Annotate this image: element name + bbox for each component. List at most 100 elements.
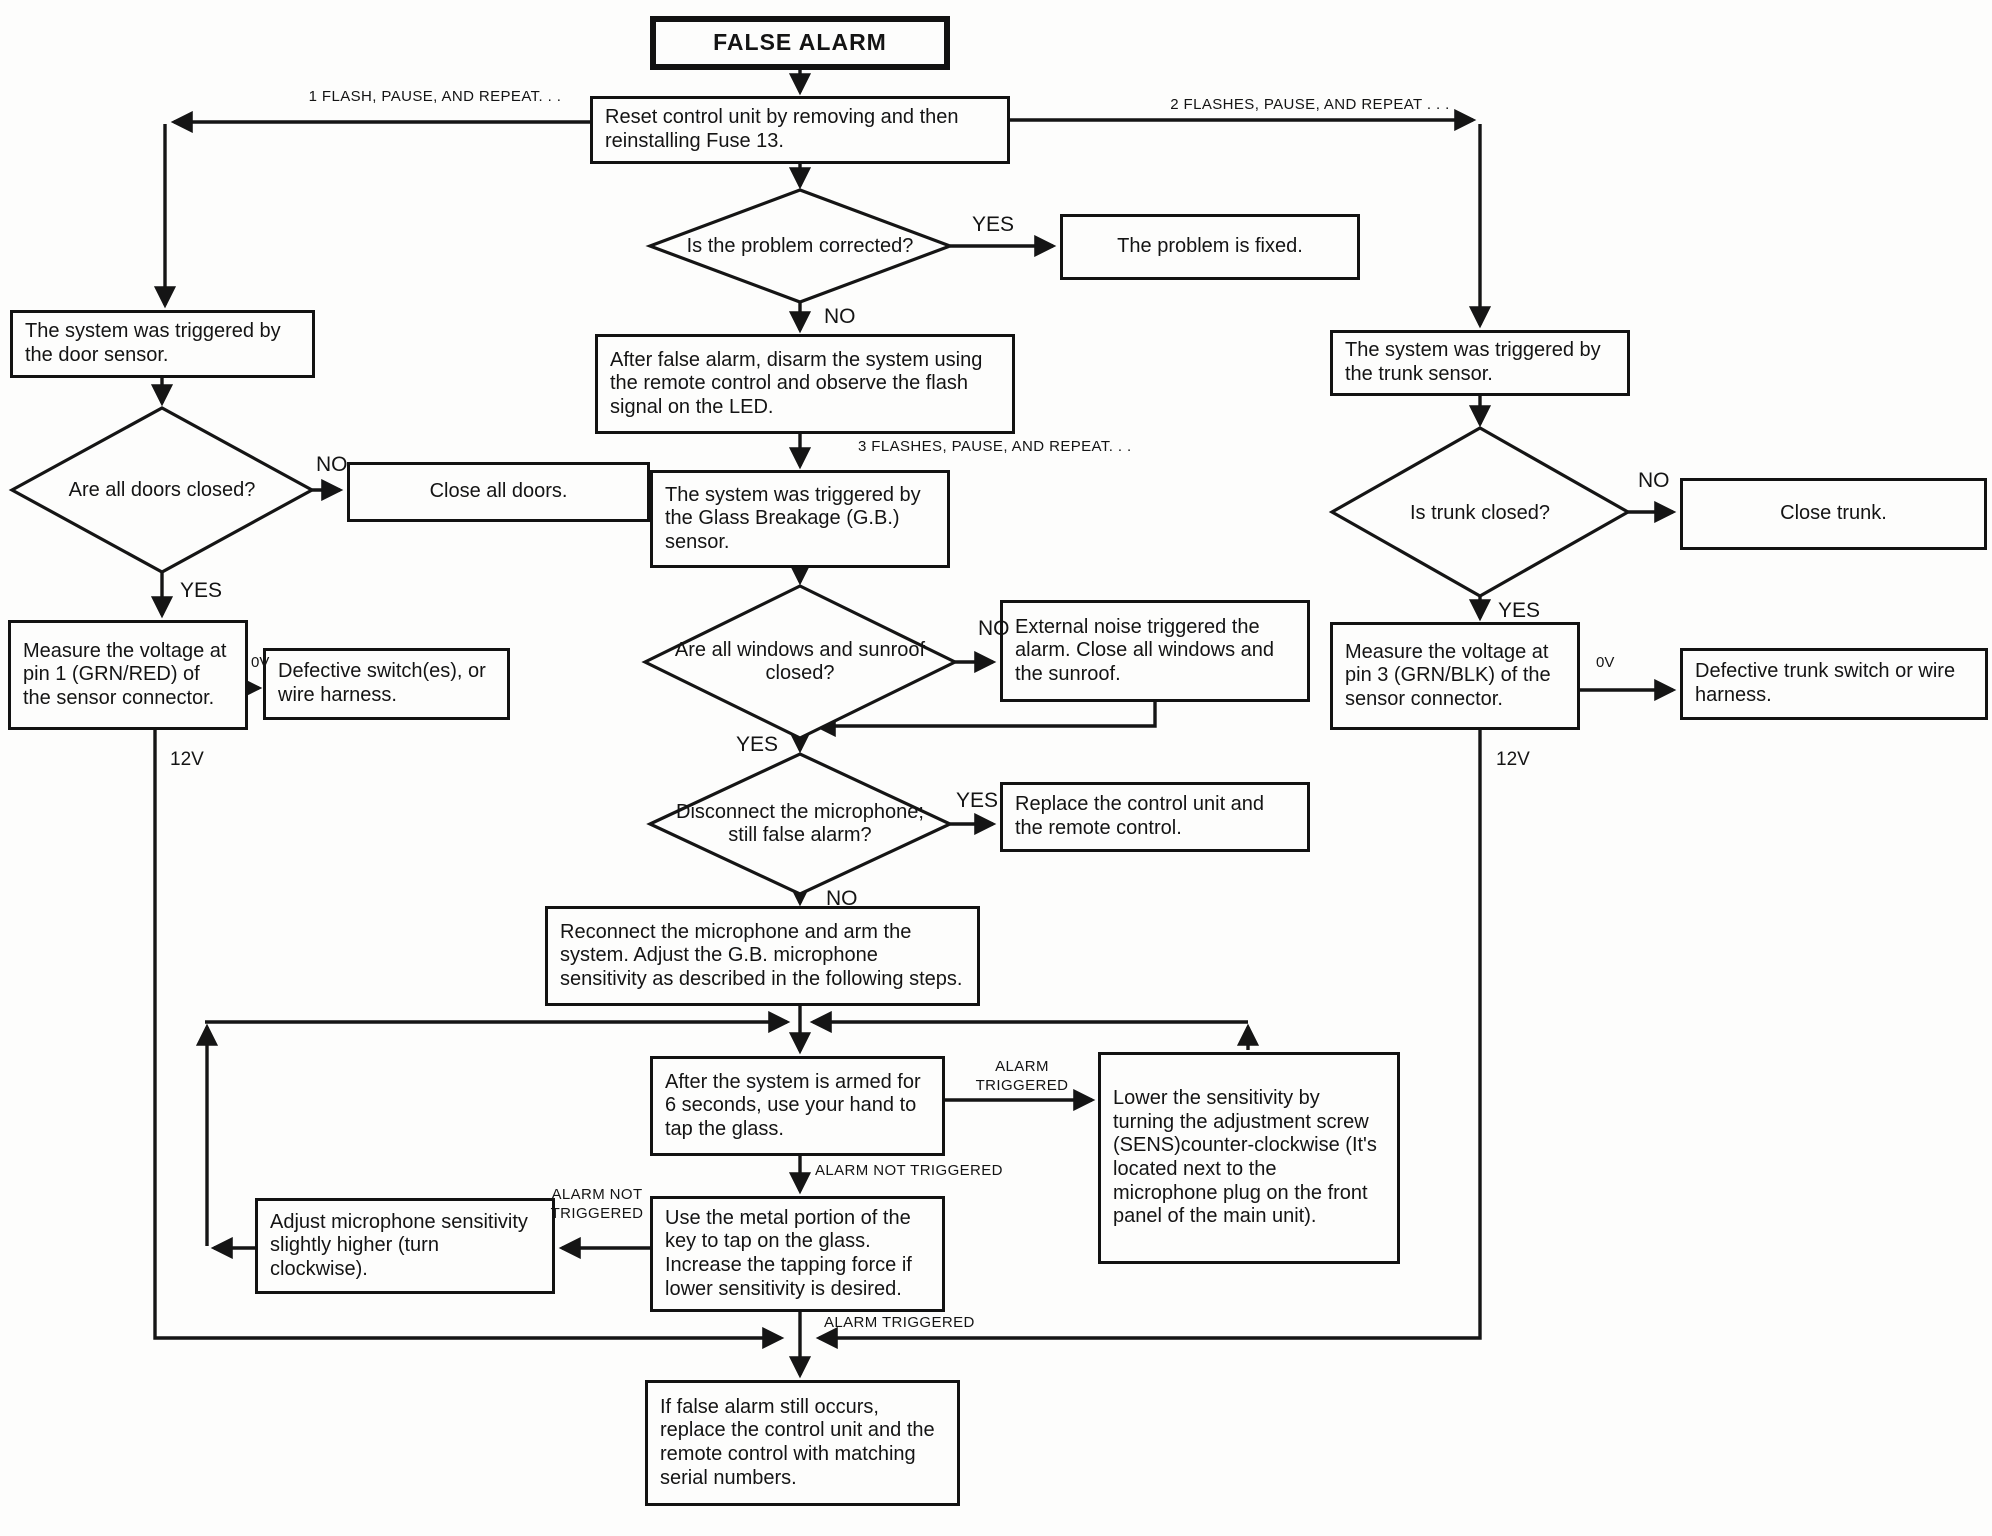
node-text: The system was triggered by the Glass Br… — [665, 483, 921, 553]
node-text: After the system is armed for 6 seconds,… — [665, 1070, 921, 1140]
decision-text-doors-closed: Are all doors closed? — [32, 460, 292, 520]
node-text: The system was triggered by the door sen… — [25, 320, 281, 366]
decision-text-problem-corrected: Is the problem corrected? — [678, 206, 922, 286]
edge-label-yes: YES — [180, 580, 222, 601]
edge-label-no: NO — [1638, 470, 1670, 491]
node-text: If false alarm still occurs, replace the… — [660, 1395, 935, 1489]
edge-label-text: NO — [978, 617, 1010, 640]
edge-label-no: NO — [824, 306, 856, 327]
edge-label-text: NO — [824, 305, 856, 328]
edge-label-text: YES — [1498, 599, 1541, 622]
edge-label-text: YES — [736, 733, 779, 756]
edge-label-text: 3 FLASHES, PAUSE, AND REPEAT. . . — [858, 438, 1132, 455]
decision-disconnect-mic — [646, 752, 954, 896]
edge-label-yes: YES — [972, 214, 1014, 235]
edge-label-text: 12V — [1496, 749, 1530, 770]
node-text: Defective switch(es), or wire harness. — [278, 660, 486, 706]
node-text: The system was triggered by the trunk se… — [1345, 339, 1601, 385]
decision-text: Disconnect the microphone; still false a… — [676, 801, 924, 846]
node-text: Reset control unit by removing and then … — [605, 106, 959, 152]
node-external-noise: External noise triggered the alarm. Clos… — [1000, 600, 1310, 702]
edge-label-12v: 12V — [1496, 750, 1530, 769]
edge-label-text: 2 FLASHES, PAUSE, AND REPEAT . . . — [1170, 96, 1450, 113]
edge-label-yes: YES — [956, 790, 998, 811]
node-tap-glass-hand: After the system is armed for 6 seconds,… — [650, 1056, 945, 1156]
node-replace-control-unit: Replace the control unit and the remote … — [1000, 782, 1310, 852]
decision-trunk-closed — [1328, 426, 1632, 598]
edge-label-text: NO — [1638, 469, 1670, 492]
node-trunk-sensor-triggered: The system was triggered by the trunk se… — [1330, 330, 1630, 396]
node-text: The problem is fixed. — [1117, 235, 1303, 258]
node-text: Measure the voltage at pin 3 (GRN/BLK) o… — [1345, 640, 1551, 710]
flow-line — [153, 730, 785, 1350]
node-gb-sensor-triggered: The system was triggered by the Glass Br… — [650, 470, 950, 568]
node-text: Close trunk. — [1780, 502, 1887, 525]
edge-label-text: YES — [972, 213, 1015, 236]
node-text: Adjust microphone sensitivity slightly h… — [270, 1210, 528, 1280]
edge-label-text: 12V — [170, 749, 204, 770]
flowchart-title: FALSE ALARM — [713, 29, 887, 56]
edge-label-two-flashes: 2 FLASHES, PAUSE, AND REPEAT . . . — [1145, 96, 1475, 115]
node-text: Replace the control unit and the remote … — [1015, 793, 1265, 839]
edge-label-text: YES — [956, 789, 999, 812]
edge-label-text: 1 FLASH, PAUSE, AND REPEAT. . . — [308, 88, 562, 105]
node-text: After false alarm, disarm the system usi… — [610, 348, 983, 418]
edge-label-text: 0V — [251, 654, 270, 671]
node-text: External noise triggered the alarm. Clos… — [1015, 615, 1275, 685]
edge-label-no: NO — [316, 454, 348, 475]
flow-line — [815, 730, 1482, 1350]
node-door-sensor-triggered: The system was triggered by the door sen… — [10, 310, 315, 378]
edge-label-one-flash: 1 FLASH, PAUSE, AND REPEAT. . . — [280, 88, 590, 107]
node-measure-pin3: Measure the voltage at pin 3 (GRN/BLK) o… — [1330, 622, 1580, 730]
node-measure-pin1: Measure the voltage at pin 1 (GRN/RED) o… — [8, 620, 248, 730]
node-close-all-doors: Close all doors. — [347, 462, 650, 522]
edge-label-text: ALARM NOT TRIGGERED — [550, 1186, 644, 1222]
decision-problem-corrected — [645, 188, 955, 304]
decision-text-windows-closed: Are all windows and sunroof closed? — [663, 606, 937, 718]
decision-text: Are all windows and sunroof closed? — [674, 639, 926, 684]
edge-label-text: YES — [180, 579, 223, 602]
edge-label-text: ALARM TRIGGERED — [824, 1314, 975, 1331]
decision-doors-closed — [8, 406, 316, 574]
node-reset-control-unit: Reset control unit by removing and then … — [590, 96, 1010, 164]
node-false-alarm: FALSE ALARM — [650, 16, 950, 70]
node-text: Reconnect the microphone and arm the sys… — [560, 920, 963, 990]
edge-label-yes: YES — [1498, 600, 1540, 621]
node-text: Close all doors. — [429, 480, 568, 503]
edge-label-alarm-not-triggered: ALARM NOT TRIGGERED — [548, 1186, 646, 1224]
edge-label-three-flashes: 3 FLASHES, PAUSE, AND REPEAT. . . — [858, 438, 1198, 457]
decision-text: Are all doors closed? — [68, 478, 256, 501]
node-text: Use the metal portion of the key to tap … — [665, 1206, 912, 1300]
flow-line — [813, 702, 1157, 738]
node-defective-trunk-switch: Defective trunk switch or wire harness. — [1680, 648, 1988, 720]
edge-label-text: NO — [316, 453, 348, 476]
edge-label-0v: 0V — [251, 655, 269, 670]
edge-label-no: NO — [978, 618, 1010, 639]
node-close-trunk: Close trunk. — [1680, 478, 1987, 550]
edge-label-alarm-not-triggered: ALARM NOT TRIGGERED — [815, 1162, 1085, 1181]
edge-label-12v: 12V — [170, 750, 204, 769]
edge-label-text: ALARM NOT TRIGGERED — [815, 1162, 1003, 1179]
node-final-replace: If false alarm still occurs, replace the… — [645, 1380, 960, 1506]
edge-label-0v: 0V — [1596, 655, 1614, 670]
decision-windows-closed — [641, 584, 959, 740]
edge-label-text: NO — [826, 887, 858, 910]
edge-label-text: ALARM TRIGGERED — [975, 1058, 1069, 1094]
decision-text-trunk-closed: Is trunk closed? — [1360, 484, 1600, 542]
node-tap-glass-key: Use the metal portion of the key to tap … — [650, 1196, 945, 1312]
edge-label-no: NO — [826, 888, 858, 909]
node-text: Defective trunk switch or wire harness. — [1695, 660, 1956, 706]
decision-text: Is trunk closed? — [1409, 501, 1551, 524]
node-lower-sensitivity: Lower the sensitivity by turning the adj… — [1098, 1052, 1400, 1264]
edge-label-alarm-triggered: ALARM TRIGGERED — [952, 1058, 1092, 1096]
node-text: Lower the sensitivity by turning the adj… — [1113, 1087, 1377, 1228]
node-adjust-sensitivity-higher: Adjust microphone sensitivity slightly h… — [255, 1198, 555, 1294]
node-reconnect-microphone: Reconnect the microphone and arm the sys… — [545, 906, 980, 1006]
node-defective-switch: Defective switch(es), or wire harness. — [263, 648, 510, 720]
node-after-false-alarm: After false alarm, disarm the system usi… — [595, 334, 1015, 434]
decision-text-disconnect-mic: Disconnect the microphone; still false a… — [672, 768, 928, 880]
edge-label-text: 0V — [1596, 654, 1615, 671]
edge-label-alarm-triggered: ALARM TRIGGERED — [824, 1314, 1064, 1333]
